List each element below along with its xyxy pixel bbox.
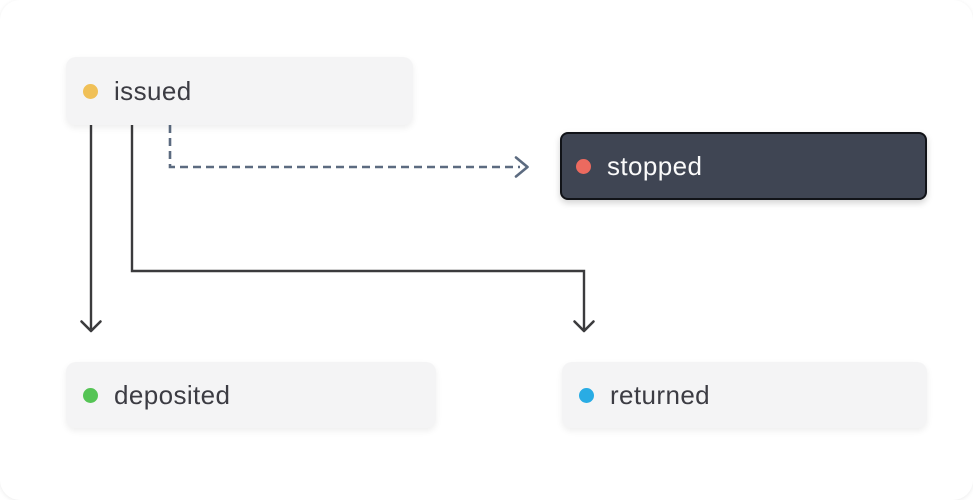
node-deposited[interactable]: deposited: [66, 362, 436, 428]
edge-issued-deposited-arrowhead-icon: [80, 320, 102, 333]
edge-issued-deposited: [80, 125, 102, 333]
node-stopped-label: stopped: [607, 151, 703, 181]
returned-status-dot-icon: [579, 387, 594, 403]
edge-issued-returned-arrowhead-icon: [573, 320, 595, 333]
issued-status-dot-icon: [83, 83, 98, 99]
node-returned[interactable]: returned: [562, 362, 927, 428]
node-returned-label: returned: [610, 380, 711, 410]
deposited-status-dot-icon: [83, 387, 98, 403]
edge-issued-returned-line: [130, 125, 586, 329]
edge-issued-stopped: [168, 125, 529, 178]
node-stopped[interactable]: stopped: [560, 132, 927, 200]
node-issued-label: issued: [114, 76, 192, 106]
node-deposited-label: deposited: [114, 380, 231, 410]
node-issued[interactable]: issued: [66, 57, 413, 125]
edge-issued-stopped-line: [168, 125, 520, 169]
stopped-status-dot-icon: [576, 158, 591, 174]
edge-issued-stopped-arrowhead-icon: [514, 156, 529, 178]
edge-issued-returned: [130, 125, 595, 333]
